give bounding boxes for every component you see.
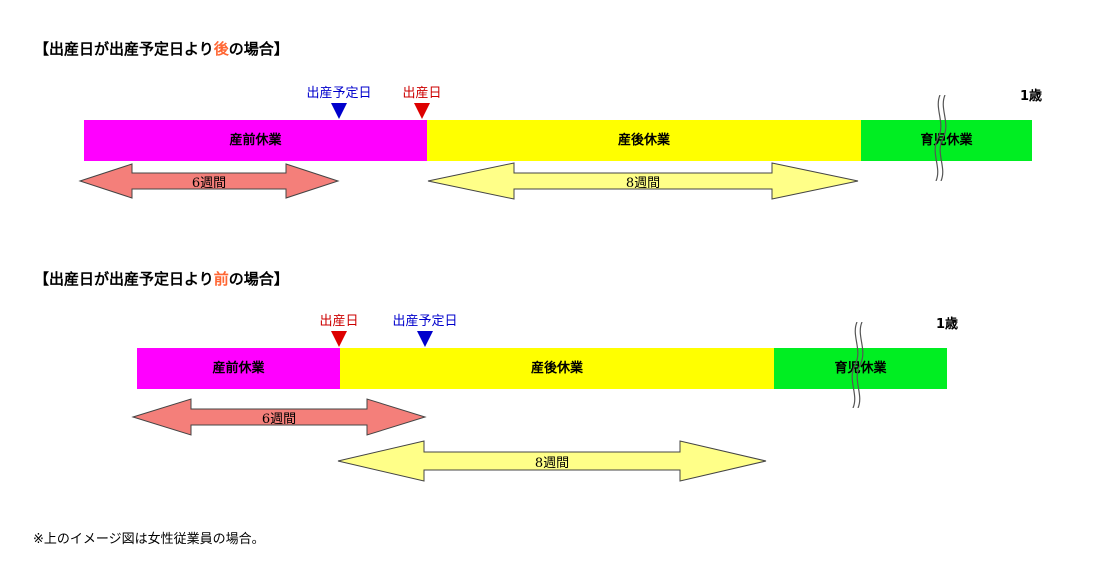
diagram2-title: 【出産日が出産予定日より前の場合】 (34, 268, 289, 289)
diagram2-title-post: の場合】 (228, 270, 289, 288)
break-mark-icon (843, 321, 867, 412)
double-arrow-icon (131, 398, 427, 436)
diagram2-prenatal-weeks-arrow: 6週間 (131, 398, 427, 436)
diagram2-due-date-label: 出産予定日 (392, 314, 458, 329)
diagram1-due-date-marker: 出産予定日 (304, 85, 374, 119)
diagram2-postnatal-weeks-label: 8週間 (534, 455, 570, 471)
diagram2-title-pre: 【出産日が出産予定日より (34, 270, 214, 288)
down-triangle-icon (331, 331, 347, 347)
diagram2-childcare-leave-bar: 育児休業 (774, 348, 947, 389)
diagram2-prenatal-weeks-label: 6週間 (261, 411, 297, 427)
diagram1-prenatal-leave-bar: 産前休業 (84, 120, 427, 161)
diagram1-postnatal-weeks-arrow: 8週間 (427, 162, 859, 200)
diagram1-postnatal-leave-bar: 産後休業 (427, 120, 861, 161)
diagram1-birth-date-marker: 出産日 (387, 85, 457, 119)
down-triangle-icon (417, 331, 433, 347)
diagram2-birth-date-label: 出産日 (319, 314, 359, 329)
diagram2-age-label: 1歳 (936, 317, 959, 332)
down-triangle-icon (331, 103, 347, 119)
double-arrow-icon (78, 163, 340, 199)
diagram2-postnatal-weeks-arrow: 8週間 (337, 440, 767, 482)
break-mark-icon (926, 94, 950, 185)
double-arrow-icon (337, 440, 767, 482)
diagram1-prenatal-weeks-label: 6週間 (191, 175, 227, 191)
diagram1-birth-date-label: 出産日 (402, 86, 442, 101)
diagram1-prenatal-weeks-arrow: 6週間 (78, 163, 340, 199)
diagram1-postnatal-weeks-label: 8週間 (625, 175, 661, 191)
diagram1-childcare-leave-bar: 育児休業 (861, 120, 1032, 161)
footnote: ※上のイメージ図は女性従業員の場合。 (33, 532, 265, 547)
diagram2-birth-date-marker: 出産日 (304, 313, 374, 347)
diagram2-prenatal-leave-bar: 産前休業 (137, 348, 340, 389)
diagram1-title-highlight: 後 (213, 40, 229, 58)
diagram2-due-date-marker: 出産予定日 (390, 313, 460, 347)
diagram1-title-post: の場合】 (228, 40, 289, 58)
diagram2-postnatal-leave-bar: 産後休業 (340, 348, 774, 389)
down-triangle-icon (414, 103, 430, 119)
diagram1-due-date-label: 出産予定日 (306, 86, 372, 101)
diagram1-title-pre: 【出産日が出産予定日より (34, 40, 214, 58)
diagram1-age-label: 1歳 (1020, 89, 1043, 104)
diagram1-title: 【出産日が出産予定日より後の場合】 (34, 38, 289, 59)
diagram2-title-highlight: 前 (213, 270, 229, 288)
double-arrow-icon (427, 162, 859, 200)
